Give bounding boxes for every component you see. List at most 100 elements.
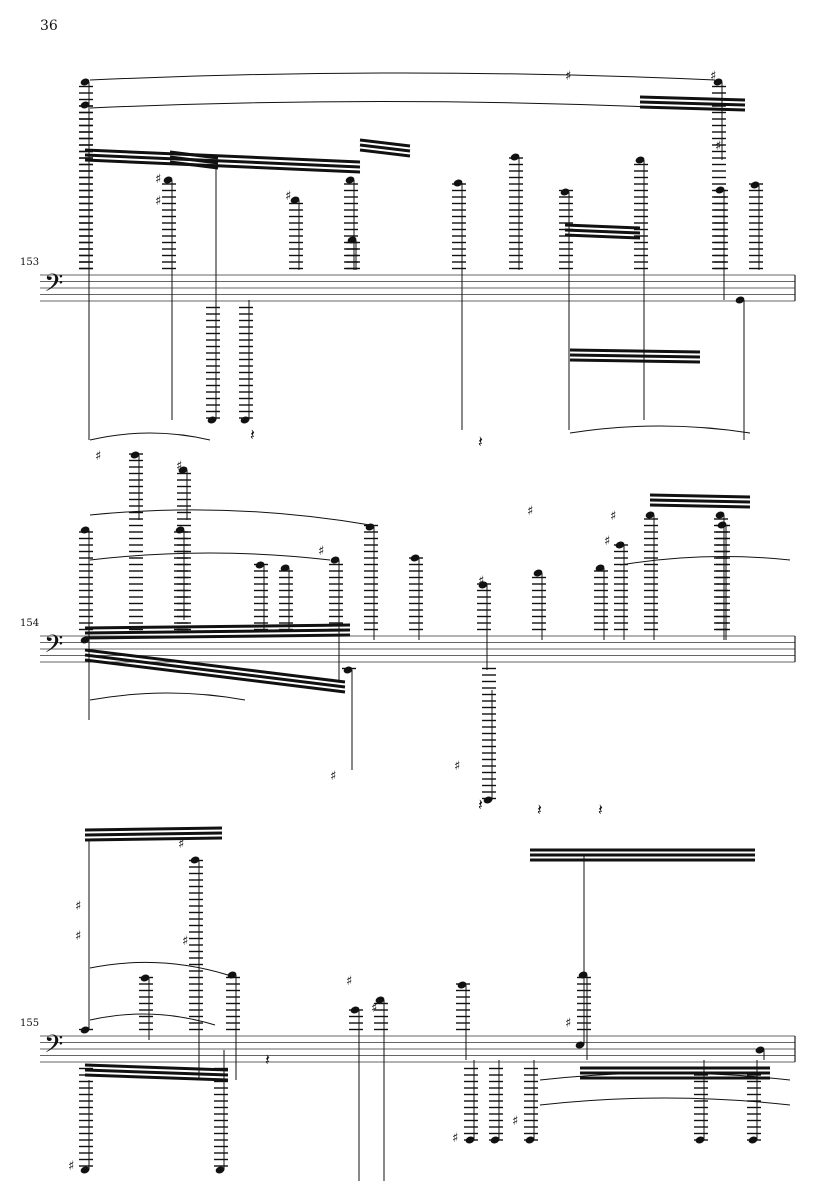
beam xyxy=(84,826,223,832)
notehead xyxy=(290,196,300,204)
notehead xyxy=(533,569,543,577)
tie xyxy=(89,1013,216,1026)
beam xyxy=(639,100,746,107)
sharp-icon: ♯ xyxy=(346,974,352,989)
sharp-icon: ♯ xyxy=(565,69,571,84)
notehead xyxy=(375,996,385,1004)
beam xyxy=(169,155,219,165)
notehead xyxy=(80,78,90,86)
beam xyxy=(84,158,361,174)
notehead xyxy=(130,451,140,459)
sharp-icon: ♯ xyxy=(371,1001,377,1016)
notehead xyxy=(347,236,357,244)
sharp-icon: ♯ xyxy=(285,189,291,204)
notehead xyxy=(595,564,605,572)
tie xyxy=(539,1072,791,1081)
rest-icon: 𝄽 xyxy=(478,432,483,451)
notehead xyxy=(345,176,355,184)
sharp-icon: ♯ xyxy=(68,1159,74,1174)
notehead xyxy=(578,971,588,979)
beam xyxy=(84,153,361,169)
beam xyxy=(84,658,346,694)
notehead xyxy=(750,181,760,189)
sharp-icon: ♯ xyxy=(478,574,484,589)
notehead xyxy=(80,101,90,109)
notehead xyxy=(215,1166,225,1174)
sharp-icon: ♯ xyxy=(452,1131,458,1146)
beam xyxy=(569,348,701,354)
beam xyxy=(569,353,701,359)
beam xyxy=(564,228,641,235)
notehead xyxy=(713,78,723,86)
notehead xyxy=(330,556,340,564)
rest-icon: 𝄽 xyxy=(250,425,255,444)
beam xyxy=(649,493,751,499)
page-number: 36 xyxy=(40,18,58,34)
notehead xyxy=(755,1046,765,1054)
sharp-icon: ♯ xyxy=(155,194,161,209)
measure-number-155: 155 xyxy=(20,1018,40,1029)
tie xyxy=(89,692,246,701)
beam xyxy=(84,836,223,842)
beam xyxy=(84,831,223,837)
beam xyxy=(649,503,751,509)
beam xyxy=(84,1063,229,1072)
sharp-icon: ♯ xyxy=(527,504,533,519)
notehead xyxy=(227,971,237,979)
sharp-icon: ♯ xyxy=(330,769,336,784)
sharp-icon: ♯ xyxy=(710,69,716,84)
beam xyxy=(84,1073,229,1082)
beam xyxy=(564,233,641,240)
rest-icon: 𝄽 xyxy=(598,800,603,819)
beam xyxy=(359,143,411,153)
notehead xyxy=(735,296,745,304)
beam xyxy=(564,223,641,230)
notehead xyxy=(280,564,290,572)
bass-clef-icon: 𝄢 xyxy=(44,630,63,665)
tie xyxy=(89,552,331,561)
tie xyxy=(539,1097,791,1106)
notehead xyxy=(715,511,725,519)
notehead xyxy=(178,466,188,474)
sharp-icon: ♯ xyxy=(182,934,188,949)
tie xyxy=(89,100,716,111)
sharp-icon: ♯ xyxy=(565,1016,571,1031)
beam xyxy=(84,653,346,689)
beam xyxy=(84,628,351,635)
sharp-icon: ♯ xyxy=(454,759,460,774)
rest-icon: 𝄽 xyxy=(478,795,483,814)
notehead xyxy=(478,581,488,589)
sharp-icon: ♯ xyxy=(512,1114,518,1129)
tie xyxy=(569,425,751,434)
beam xyxy=(84,648,346,684)
notehead xyxy=(457,981,467,989)
tie xyxy=(89,961,229,976)
notehead xyxy=(510,153,520,161)
beam xyxy=(639,95,746,102)
sharp-icon: ♯ xyxy=(715,139,721,154)
tie xyxy=(89,509,371,526)
sharp-icon: ♯ xyxy=(176,459,182,474)
measure-number-153: 153 xyxy=(20,257,40,268)
rest-icon: 𝄽 xyxy=(265,1050,270,1069)
sharp-icon: ♯ xyxy=(155,172,161,187)
sharp-icon: ♯ xyxy=(75,899,81,914)
beam xyxy=(84,1068,229,1077)
beam xyxy=(169,150,219,160)
tie xyxy=(89,72,716,81)
notehead xyxy=(635,156,645,164)
notehead xyxy=(575,1041,585,1049)
bass-clef-icon: 𝄢 xyxy=(44,269,63,304)
beam xyxy=(84,623,351,630)
measure-number-154: 154 xyxy=(20,618,40,629)
sharp-icon: ♯ xyxy=(178,837,184,852)
notehead xyxy=(645,511,655,519)
sharp-icon: ♯ xyxy=(95,449,101,464)
sharp-icon: ♯ xyxy=(318,544,324,559)
sharp-icon: ♯ xyxy=(75,929,81,944)
notehead xyxy=(453,179,463,187)
rest-icon: 𝄽 xyxy=(537,800,542,819)
beam xyxy=(649,498,751,504)
beam xyxy=(359,148,411,158)
